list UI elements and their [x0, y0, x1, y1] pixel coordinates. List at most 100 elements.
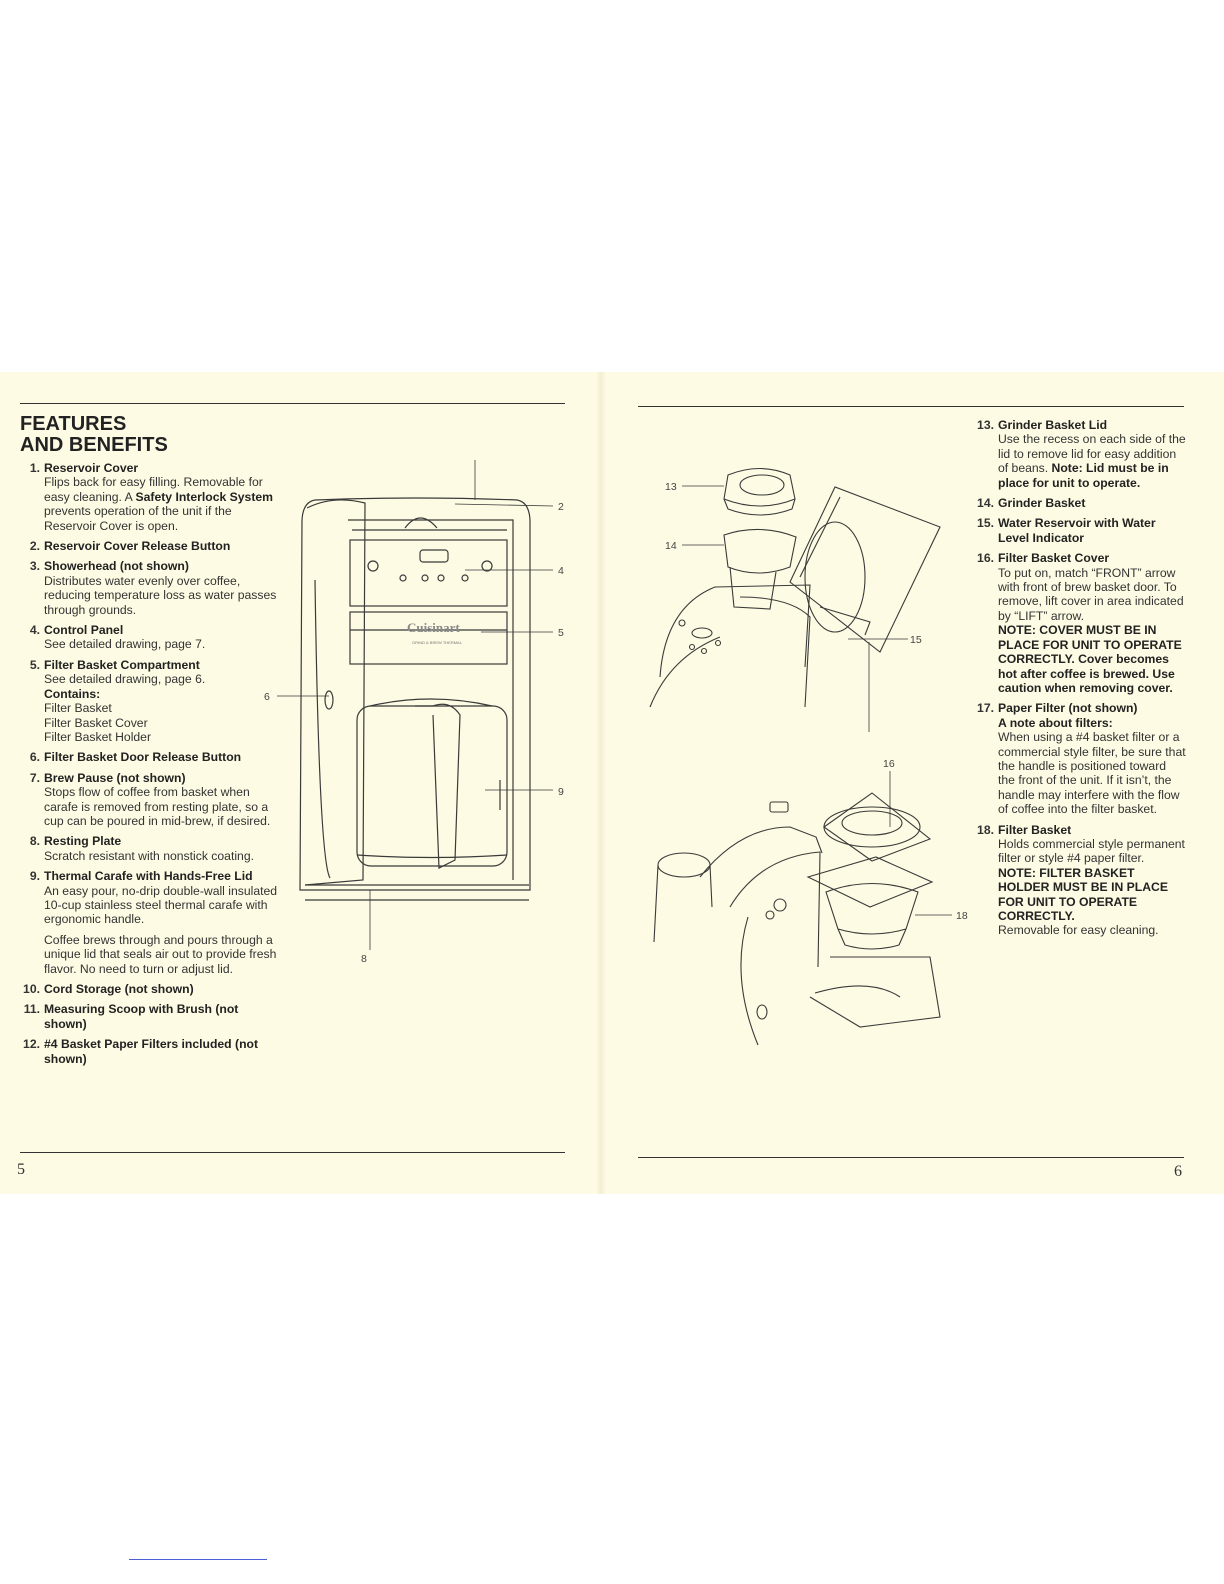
grinder-assembly-illustration: 13 14 15: [649, 468, 941, 732]
callout-8: 8: [361, 953, 367, 965]
feature-item-17: 17. Paper Filter (not shown) A note abou…: [974, 701, 1186, 816]
right-top-rule: [638, 406, 1184, 407]
item-description: Use the recess on each side of the lid t…: [998, 432, 1186, 490]
left-page-number: 5: [17, 1161, 25, 1178]
callout-16: 16: [883, 758, 895, 770]
feature-item-5: 5. Filter Basket Compartment See detaile…: [20, 658, 282, 744]
item-number: 17.: [977, 701, 994, 716]
item-number: 7.: [29, 770, 40, 785]
left-feature-list: 1. Reservoir Cover Flips back for easy f…: [20, 461, 282, 1072]
item-heading: Filter Basket Door Release Button: [44, 750, 242, 765]
feature-item-7: 7. Brew Pause (not shown) Stops flow of …: [20, 771, 282, 829]
item-heading: Reservoir Cover: [44, 461, 139, 475]
feature-item-15: 15. Water Reservoir with Water Level Ind…: [974, 516, 1186, 545]
item-number: 13.: [977, 418, 994, 432]
item-number: 9.: [29, 869, 40, 884]
feature-item-14: 14. Grinder Basket: [974, 496, 1186, 510]
item-heading: Reservoir Cover Release Button: [44, 539, 231, 554]
item-warning: NOTE: FILTER BASKET HOLDER MUST BE IN PL…: [998, 865, 1168, 923]
item-description: To put on, match “FRONT” arrow with fron…: [998, 565, 1184, 623]
item-description-2: Coffee brews through and pours through a…: [44, 932, 277, 976]
manual-spread: FEATURES AND BENEFITS 1. Reservoir Cover…: [0, 372, 1224, 1194]
callout-15: 15: [910, 634, 922, 646]
item-heading: Paper Filter (not shown): [998, 701, 1138, 716]
item-number: 18.: [977, 822, 994, 837]
brand-subtitle: GRIND & BREW THERMAL: [412, 640, 463, 645]
item-number: 10.: [23, 982, 40, 996]
right-page-number: 6: [1174, 1163, 1182, 1180]
callout-9: 9: [558, 786, 564, 798]
item-heading: Grinder Basket: [998, 496, 1086, 511]
item-description: See detailed drawing, page 7.: [44, 637, 206, 652]
item-number: 1.: [29, 461, 40, 475]
item-number: 16.: [977, 551, 994, 566]
feature-item-13: 13. Grinder Basket Lid Use the recess on…: [974, 418, 1186, 490]
feature-item-11: 11. Measuring Scoop with Brush (not show…: [20, 1002, 282, 1031]
page-link-underline[interactable]: [129, 1559, 267, 1560]
desc-bold: Note: Lid must be in place for unit to o…: [998, 461, 1169, 490]
item-subheading: A note about filters:: [998, 715, 1113, 730]
callout-2: 2: [558, 501, 564, 513]
feature-item-16: 16. Filter Basket Cover To put on, match…: [974, 551, 1186, 695]
contains-entry: Filter Basket: [44, 701, 112, 716]
left-top-rule: [20, 403, 565, 404]
contains-entry: Filter Basket Holder: [44, 729, 152, 744]
item-heading: #4 Basket Paper Filters included (not sh…: [44, 1037, 259, 1066]
item-heading: Thermal Carafe with Hands-Free Lid: [44, 869, 253, 884]
feature-item-4: 4. Control Panel See detailed drawing, p…: [20, 623, 282, 652]
item-number: 4.: [29, 623, 40, 638]
item-heading: Filter Basket: [998, 822, 1072, 837]
item-description: An easy pour, no-drip double-wall insula…: [44, 883, 278, 927]
feature-item-8: 8. Resting Plate Scratch resistant with …: [20, 834, 282, 863]
item-number: 15.: [977, 516, 994, 531]
callout-14: 14: [665, 540, 677, 552]
right-feature-list: 13. Grinder Basket Lid Use the recess on…: [974, 418, 1186, 944]
desc-bold: Safety Interlock System: [135, 489, 273, 504]
item-number: 6.: [29, 750, 40, 765]
feature-item-9: 9. Thermal Carafe with Hands-Free Lid An…: [20, 869, 282, 976]
item-description: Holds commercial style permanent filter …: [998, 836, 1185, 866]
page-title: FEATURES AND BENEFITS: [20, 414, 168, 456]
brand-logo: Cuisinart: [407, 620, 460, 635]
callout-5: 5: [558, 627, 564, 639]
item-heading: Filter Basket Cover: [998, 551, 1110, 566]
filter-basket-illustration: 16 18: [653, 758, 968, 1046]
contains-entry: Filter Basket Cover: [44, 715, 148, 730]
item-description: When using a #4 basket filter or a comme…: [998, 730, 1186, 817]
page-fold: [596, 372, 606, 1194]
desc-part: Flips back for easy filling. Removable f…: [44, 475, 263, 504]
item-description-2: Removable for easy cleaning.: [998, 923, 1159, 938]
desc-part: Use the recess on each side of the lid t…: [998, 432, 1186, 476]
item-number: 5.: [29, 657, 40, 672]
item-heading: Brew Pause (not shown): [44, 770, 186, 785]
item-description: Scratch resistant with nonstick coating.: [44, 848, 254, 863]
item-number: 12.: [23, 1037, 40, 1052]
item-number: 11.: [23, 1002, 40, 1017]
feature-item-3: 3. Showerhead (not shown) Distributes wa…: [20, 559, 282, 617]
item-heading: Control Panel: [44, 623, 124, 638]
item-heading: Measuring Scoop with Brush (not shown): [44, 1002, 239, 1031]
feature-item-2: 2. Reservoir Cover Release Button: [20, 539, 282, 553]
item-description: Stops flow of coffee from basket when ca…: [44, 785, 271, 828]
coffee-maker-front-illustration: Cuisinart GRIND & BREW THERMAL 1 2 4 5 6…: [264, 460, 564, 965]
item-number: 3.: [29, 559, 40, 574]
item-heading: Resting Plate: [44, 834, 122, 849]
item-number: 8.: [29, 834, 40, 849]
feature-item-10: 10. Cord Storage (not shown): [20, 982, 282, 996]
title-line-2: AND BENEFITS: [20, 434, 168, 456]
item-number: 14.: [977, 496, 994, 511]
desc-part: prevents operation of the unit if the Re…: [44, 504, 232, 533]
callout-13: 13: [665, 481, 677, 493]
item-heading: Showerhead (not shown): [44, 559, 189, 574]
right-bottom-rule: [638, 1157, 1184, 1158]
callout-18: 18: [956, 910, 968, 922]
item-number: 2.: [29, 539, 40, 554]
item-description: See detailed drawing, page 6.: [44, 672, 206, 687]
item-warning: NOTE: COVER MUST BE IN PLACE FOR UNIT TO…: [998, 623, 1182, 695]
contains-label: Contains:: [44, 686, 101, 701]
feature-item-12: 12. #4 Basket Paper Filters included (no…: [20, 1037, 282, 1066]
item-heading: Water Reservoir with Water Level Indicat…: [998, 516, 1156, 545]
left-bottom-rule: [20, 1152, 565, 1153]
feature-item-6: 6. Filter Basket Door Release Button: [20, 750, 282, 764]
title-line-1: FEATURES: [20, 413, 127, 435]
